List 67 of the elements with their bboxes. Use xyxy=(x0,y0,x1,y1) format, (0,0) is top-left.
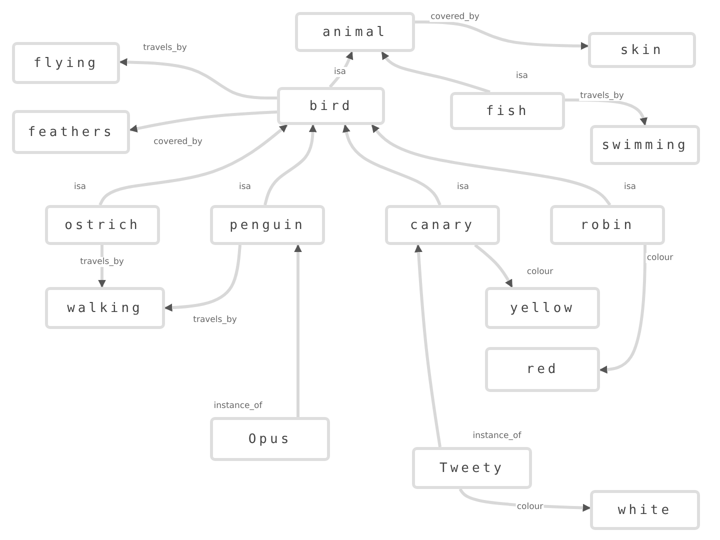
arrow xyxy=(294,244,302,417)
node-label: feathers xyxy=(28,124,114,140)
arrow xyxy=(414,244,442,448)
arrow xyxy=(164,244,242,312)
node-label: walking xyxy=(67,300,143,316)
arrow xyxy=(370,124,612,206)
concept-box xyxy=(485,287,600,329)
concept-box xyxy=(12,110,130,154)
edge-label: isa xyxy=(623,182,637,192)
arrow xyxy=(98,124,288,206)
edge-label: isa xyxy=(456,182,470,192)
edge-label: instance_of xyxy=(472,431,522,441)
concept-box xyxy=(590,125,700,165)
node-label: bird xyxy=(309,98,353,114)
arrow xyxy=(328,51,354,88)
edge-label: isa xyxy=(515,71,529,81)
concept-box xyxy=(12,42,120,84)
concept-box xyxy=(385,205,500,245)
arrow xyxy=(415,20,589,50)
node-label: skin xyxy=(620,42,664,58)
edge-label: colour xyxy=(526,267,554,277)
edge-label: isa xyxy=(73,182,87,192)
edge-label: travels_by xyxy=(192,315,238,325)
edge-label: isa xyxy=(238,182,252,192)
concept-box xyxy=(45,205,160,245)
arrow xyxy=(129,110,278,132)
node-label: penguin xyxy=(230,218,306,232)
edge-label: travels_by xyxy=(142,43,188,53)
arrow xyxy=(264,124,317,206)
node-label: yellow xyxy=(510,300,575,316)
node-label: canary xyxy=(410,218,475,232)
concept-box xyxy=(590,490,700,530)
concept-box xyxy=(277,87,385,125)
concept-box xyxy=(45,287,165,329)
node-label: swimming xyxy=(602,138,688,152)
arrow xyxy=(565,98,648,126)
concept-box xyxy=(210,205,325,245)
node-label: animal xyxy=(322,24,388,40)
concept-box xyxy=(550,205,665,245)
edge-label: covered_by xyxy=(152,137,204,147)
edge-label: travels_by xyxy=(579,91,625,101)
arrow xyxy=(342,124,442,206)
edge-label: isa xyxy=(333,67,347,77)
edge-label: colour xyxy=(516,502,544,512)
concept-box xyxy=(412,447,532,489)
concept-box xyxy=(485,347,600,392)
concept-box xyxy=(210,417,330,461)
concept-box xyxy=(588,32,696,68)
arrow xyxy=(380,51,490,94)
arrow xyxy=(98,245,106,288)
edge-label: instance_of xyxy=(212,401,264,411)
arrow xyxy=(474,244,514,288)
node-label: robin xyxy=(580,218,635,232)
concept-box xyxy=(295,12,415,52)
concept-box xyxy=(450,92,565,130)
node-label: red xyxy=(526,362,559,377)
node-label: fish xyxy=(486,104,530,118)
node-label: Opus xyxy=(248,432,292,446)
arrow xyxy=(599,245,646,374)
arrow xyxy=(119,58,277,100)
edge-label: travels_by xyxy=(79,257,125,267)
edge-label: covered_by xyxy=(430,12,480,22)
node-label: flying xyxy=(34,56,98,70)
node-label: ostrich xyxy=(64,218,140,232)
node-label: white xyxy=(618,502,672,518)
edge-label: colour xyxy=(646,253,674,263)
node-label: Tweety xyxy=(440,460,504,476)
